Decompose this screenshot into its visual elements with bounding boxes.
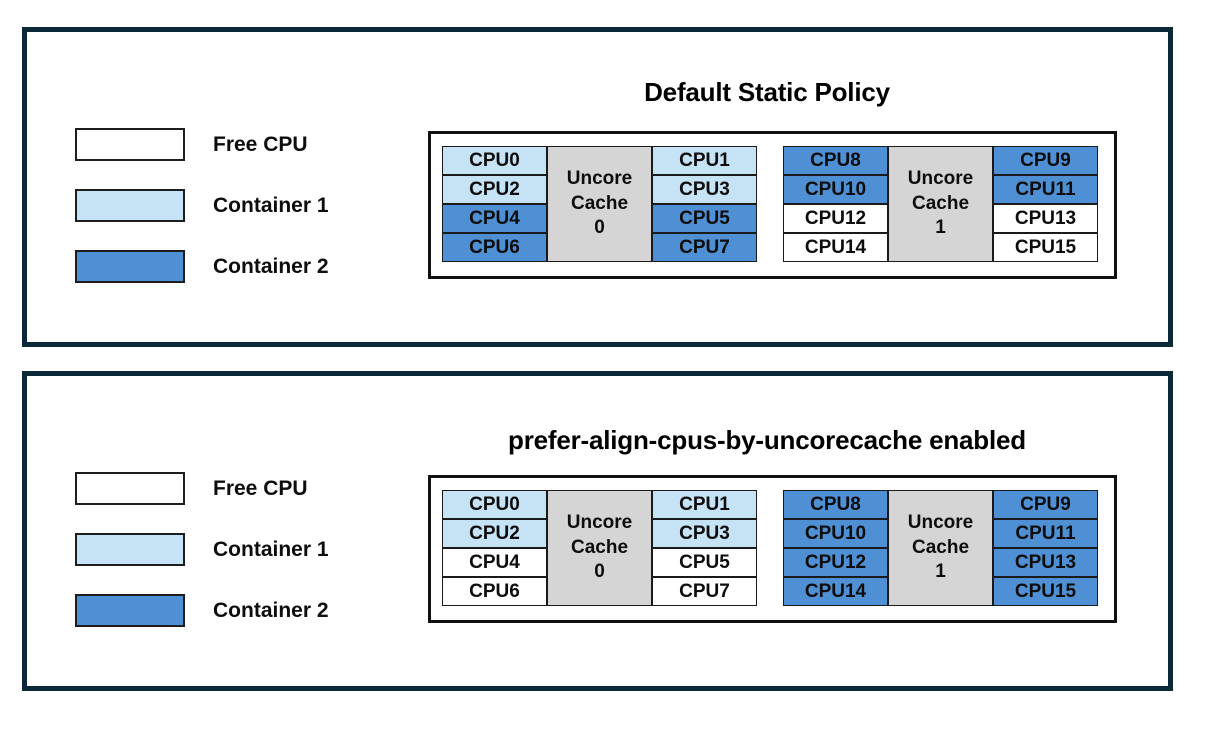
cpu-column-right: CPU1 CPU3 CPU5 CPU7 [652, 146, 757, 264]
legend-label: Container 1 [213, 193, 329, 217]
legend-item-container-2: Container 2 [75, 250, 329, 283]
legend-label: Container 2 [213, 254, 329, 278]
legend-item-container-1: Container 1 [75, 533, 329, 566]
free-cpu-swatch [75, 128, 185, 161]
cpu-cell: CPU8 [783, 146, 888, 175]
legend-item-free-cpu: Free CPU [75, 472, 329, 505]
cpu-cell: CPU6 [442, 233, 547, 262]
cpu-cell: CPU14 [783, 577, 888, 606]
cpu-cell: CPU7 [652, 233, 757, 262]
legend-item-free-cpu: Free CPU [75, 128, 329, 161]
cpu-cell: CPU13 [993, 548, 1098, 577]
cpu-cell: CPU9 [993, 490, 1098, 519]
container-2-swatch [75, 594, 185, 627]
uncore-cache-box: Uncore Cache 0 [547, 146, 652, 262]
cpu-cell: CPU4 [442, 548, 547, 577]
legend-label: Free CPU [213, 132, 308, 156]
legend-label: Container 1 [213, 537, 329, 561]
cpu-column-left: CPU8 CPU10 CPU12 CPU14 [783, 146, 888, 264]
cpu-topology-diagram: CPU0 CPU2 CPU4 CPU6 Uncore Cache 0 CPU1 … [428, 475, 1117, 623]
legend-item-container-2: Container 2 [75, 594, 329, 627]
cpu-cell: CPU2 [442, 175, 547, 204]
uncore-cache-group-1: CPU8 CPU10 CPU12 CPU14 Uncore Cache 1 CP… [783, 146, 1098, 264]
cpu-cell: CPU10 [783, 175, 888, 204]
cpu-topology-diagram: CPU0 CPU2 CPU4 CPU6 Uncore Cache 0 CPU1 … [428, 131, 1117, 279]
cpu-cell: CPU14 [783, 233, 888, 262]
uncore-cache-group-0: CPU0 CPU2 CPU4 CPU6 Uncore Cache 0 CPU1 … [442, 146, 757, 264]
cpu-column-left: CPU0 CPU2 CPU4 CPU6 [442, 490, 547, 608]
cpu-column-right: CPU1 CPU3 CPU5 CPU7 [652, 490, 757, 608]
container-1-swatch [75, 533, 185, 566]
cpu-cell: CPU7 [652, 577, 757, 606]
uncore-cache-box: Uncore Cache 0 [547, 490, 652, 606]
cpu-cell: CPU1 [652, 490, 757, 519]
cpu-cell: CPU15 [993, 233, 1098, 262]
legend: Free CPU Container 1 Container 2 [75, 128, 329, 311]
cpu-cell: CPU11 [993, 519, 1098, 548]
legend-label: Container 2 [213, 598, 329, 622]
cpu-cell: CPU3 [652, 175, 757, 204]
cpu-cell: CPU1 [652, 146, 757, 175]
cpu-cell: CPU8 [783, 490, 888, 519]
uncore-cache-box: Uncore Cache 1 [888, 146, 993, 262]
cpu-column-left: CPU8 CPU10 CPU12 CPU14 [783, 490, 888, 608]
uncore-cache-box: Uncore Cache 1 [888, 490, 993, 606]
cpu-column-right: CPU9 CPU11 CPU13 CPU15 [993, 146, 1098, 264]
cpu-cell: CPU2 [442, 519, 547, 548]
container-2-swatch [75, 250, 185, 283]
cpu-cell: CPU0 [442, 490, 547, 519]
cpu-cell: CPU13 [993, 204, 1098, 233]
panel-title: prefer-align-cpus-by-uncorecache enabled [508, 425, 1026, 455]
cpu-cell: CPU3 [652, 519, 757, 548]
uncore-cache-group-0: CPU0 CPU2 CPU4 CPU6 Uncore Cache 0 CPU1 … [442, 490, 757, 608]
cpu-cell: CPU15 [993, 577, 1098, 606]
cpu-cell: CPU11 [993, 175, 1098, 204]
cpu-column-left: CPU0 CPU2 CPU4 CPU6 [442, 146, 547, 264]
panel-title: Default Static Policy [644, 77, 890, 107]
cpu-cell: CPU6 [442, 577, 547, 606]
cpu-cell: CPU12 [783, 548, 888, 577]
legend-label: Free CPU [213, 476, 308, 500]
container-1-swatch [75, 189, 185, 222]
panel-default-static-policy: Default Static Policy Free CPU Container… [22, 27, 1173, 347]
cpu-cell: CPU12 [783, 204, 888, 233]
panel-prefer-align-cpus-by-uncorecache: prefer-align-cpus-by-uncorecache enabled… [22, 371, 1173, 691]
cpu-cell: CPU0 [442, 146, 547, 175]
cpu-cell: CPU4 [442, 204, 547, 233]
cpu-cell: CPU5 [652, 548, 757, 577]
cpu-column-right: CPU9 CPU11 CPU13 CPU15 [993, 490, 1098, 608]
cpu-cell: CPU9 [993, 146, 1098, 175]
legend: Free CPU Container 1 Container 2 [75, 472, 329, 655]
free-cpu-swatch [75, 472, 185, 505]
legend-item-container-1: Container 1 [75, 189, 329, 222]
cpu-cell: CPU5 [652, 204, 757, 233]
uncore-cache-group-1: CPU8 CPU10 CPU12 CPU14 Uncore Cache 1 CP… [783, 490, 1098, 608]
cpu-cell: CPU10 [783, 519, 888, 548]
